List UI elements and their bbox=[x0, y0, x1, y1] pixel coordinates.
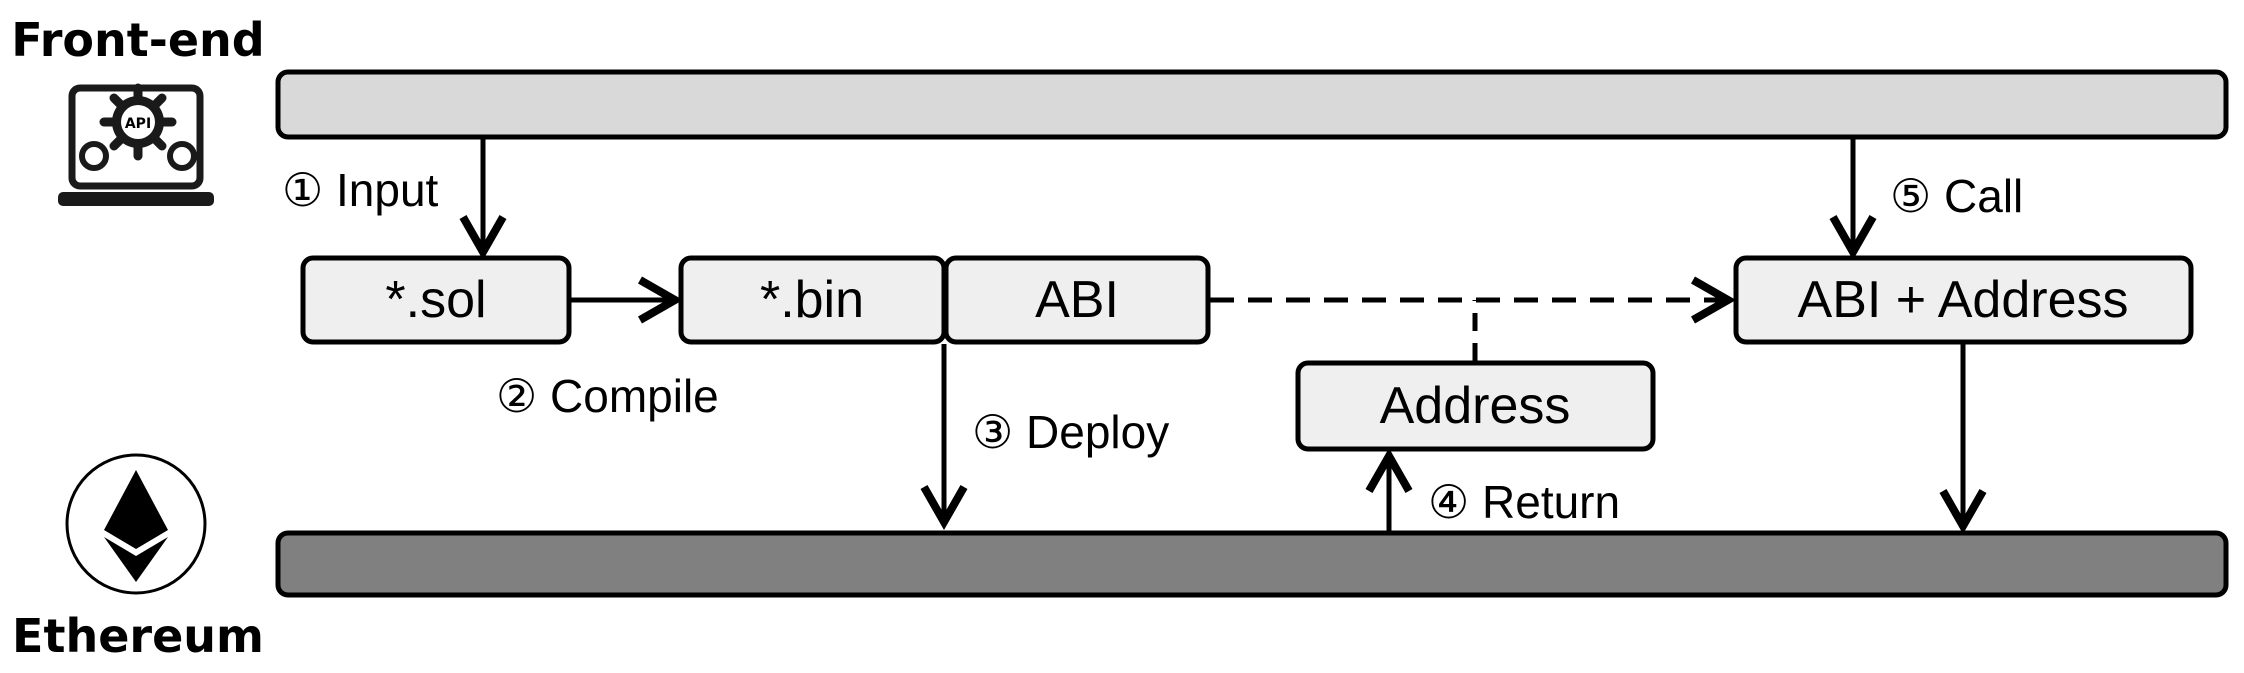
sol-file-box: *.sol bbox=[300, 255, 572, 345]
abi-address-label: ABI + Address bbox=[1798, 271, 2129, 329]
ethereum-logo-icon bbox=[65, 453, 207, 595]
ethereum-label: Ethereum bbox=[12, 609, 264, 663]
laptop-api-gear-icon: API bbox=[58, 83, 214, 206]
step-call-label: ⑤ Call bbox=[1890, 170, 2023, 222]
address-label: Address bbox=[1380, 377, 1571, 435]
step-return-label: ④ Return bbox=[1428, 476, 1620, 528]
address-box: Address bbox=[1295, 360, 1656, 452]
front-end-label: Front-end bbox=[11, 13, 264, 67]
svg-text:API: API bbox=[125, 116, 151, 132]
abi-label: ABI bbox=[1035, 271, 1119, 329]
bin-file-label: *.bin bbox=[760, 271, 864, 329]
front-end-bar bbox=[275, 69, 2229, 140]
step-deploy-label: ③ Deploy bbox=[972, 406, 1169, 458]
abi-address-box: ABI + Address bbox=[1733, 255, 2194, 345]
bin-file-box: *.bin bbox=[678, 255, 947, 345]
ethereum-bar bbox=[275, 530, 2229, 598]
abi-box: ABI bbox=[943, 255, 1211, 345]
step-compile-label: ② Compile bbox=[496, 370, 719, 422]
sol-file-label: *.sol bbox=[385, 271, 486, 329]
step-input-label: ① Input bbox=[282, 164, 439, 216]
